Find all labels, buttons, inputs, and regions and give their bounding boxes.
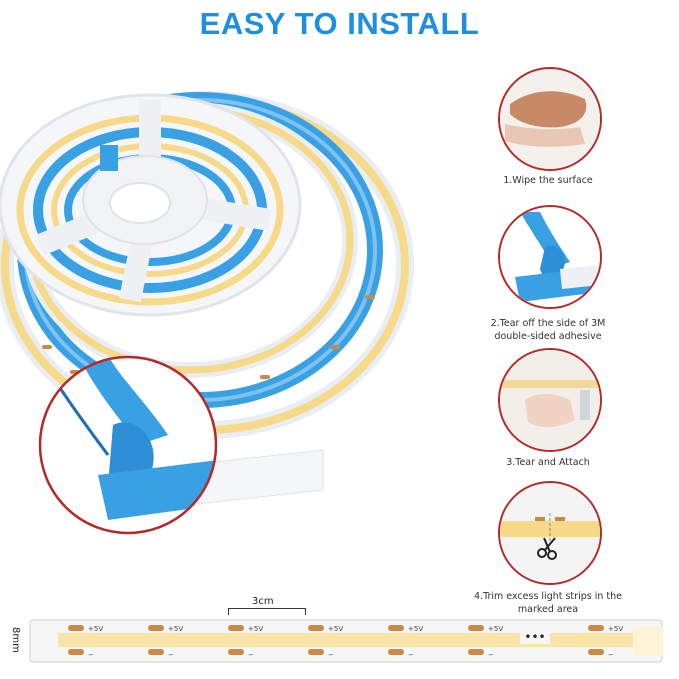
pad-minus-label: −: [168, 651, 174, 659]
pad-plus-label: +5V: [408, 625, 423, 633]
solder-pad-bottom: [68, 649, 84, 655]
pad-minus-label: −: [88, 651, 94, 659]
solder-pad-top: [388, 625, 404, 631]
pad-plus-label: +5V: [328, 625, 343, 633]
step-1-image: [498, 67, 602, 171]
solder-pad-bottom: [468, 649, 484, 655]
trim-strip-image: [500, 483, 600, 583]
scissors-icon: [537, 537, 557, 560]
page-title: EASY TO INSTALL: [199, 6, 480, 41]
solder-pad-top: [468, 625, 484, 631]
spacing-label: 3cm: [252, 596, 274, 607]
wipe-hand-icon: [500, 69, 600, 169]
solder-pad-bottom: [588, 649, 604, 655]
solder-pad-bottom: [388, 649, 404, 655]
pad-plus-label: +5V: [248, 625, 263, 633]
pad-minus-label: −: [248, 651, 254, 659]
pad-minus-label: −: [608, 651, 614, 659]
step-4-image: [498, 481, 602, 585]
pad-plus-label: +5V: [488, 625, 503, 633]
step-4-label: 4.Trim excess light strips in the marked…: [474, 591, 622, 615]
solder-pad-top: [308, 625, 324, 631]
pad-minus-label: −: [328, 651, 334, 659]
solder-pad-top: [148, 625, 164, 631]
pad-plus-label: +5V: [168, 625, 183, 633]
step-2-image: [498, 205, 602, 309]
strip-ellipsis: •••: [520, 630, 550, 644]
adhesive-peel-icon: [500, 207, 600, 307]
pad-plus-label: +5V: [608, 625, 623, 633]
solder-pad-bottom: [308, 649, 324, 655]
led-strip-diagram: +5V − +5V − +5V − +5V − +5V − +5V − +5V −: [29, 619, 663, 663]
step-3-label: 3.Tear and Attach: [506, 457, 590, 468]
attach-hand-icon: [500, 350, 600, 450]
solder-pad-top: [68, 625, 84, 631]
solder-pad-bottom: [148, 649, 164, 655]
spacing-dimension-line: [228, 608, 306, 615]
pad-plus-label: +5V: [88, 625, 103, 633]
step-3-image: [498, 348, 602, 452]
width-label: 8mm: [10, 627, 21, 653]
pad-minus-label: −: [408, 651, 414, 659]
solder-pad-top: [228, 625, 244, 631]
pad-minus-label: −: [488, 651, 494, 659]
adhesive-detail-image: [38, 355, 324, 535]
solder-pad-bottom: [228, 649, 244, 655]
solder-pad-top: [588, 625, 604, 631]
step-1-label: 1.Wipe the surface: [503, 175, 593, 186]
step-2-label: 2.Tear off the side of 3M double-sided a…: [490, 318, 606, 342]
